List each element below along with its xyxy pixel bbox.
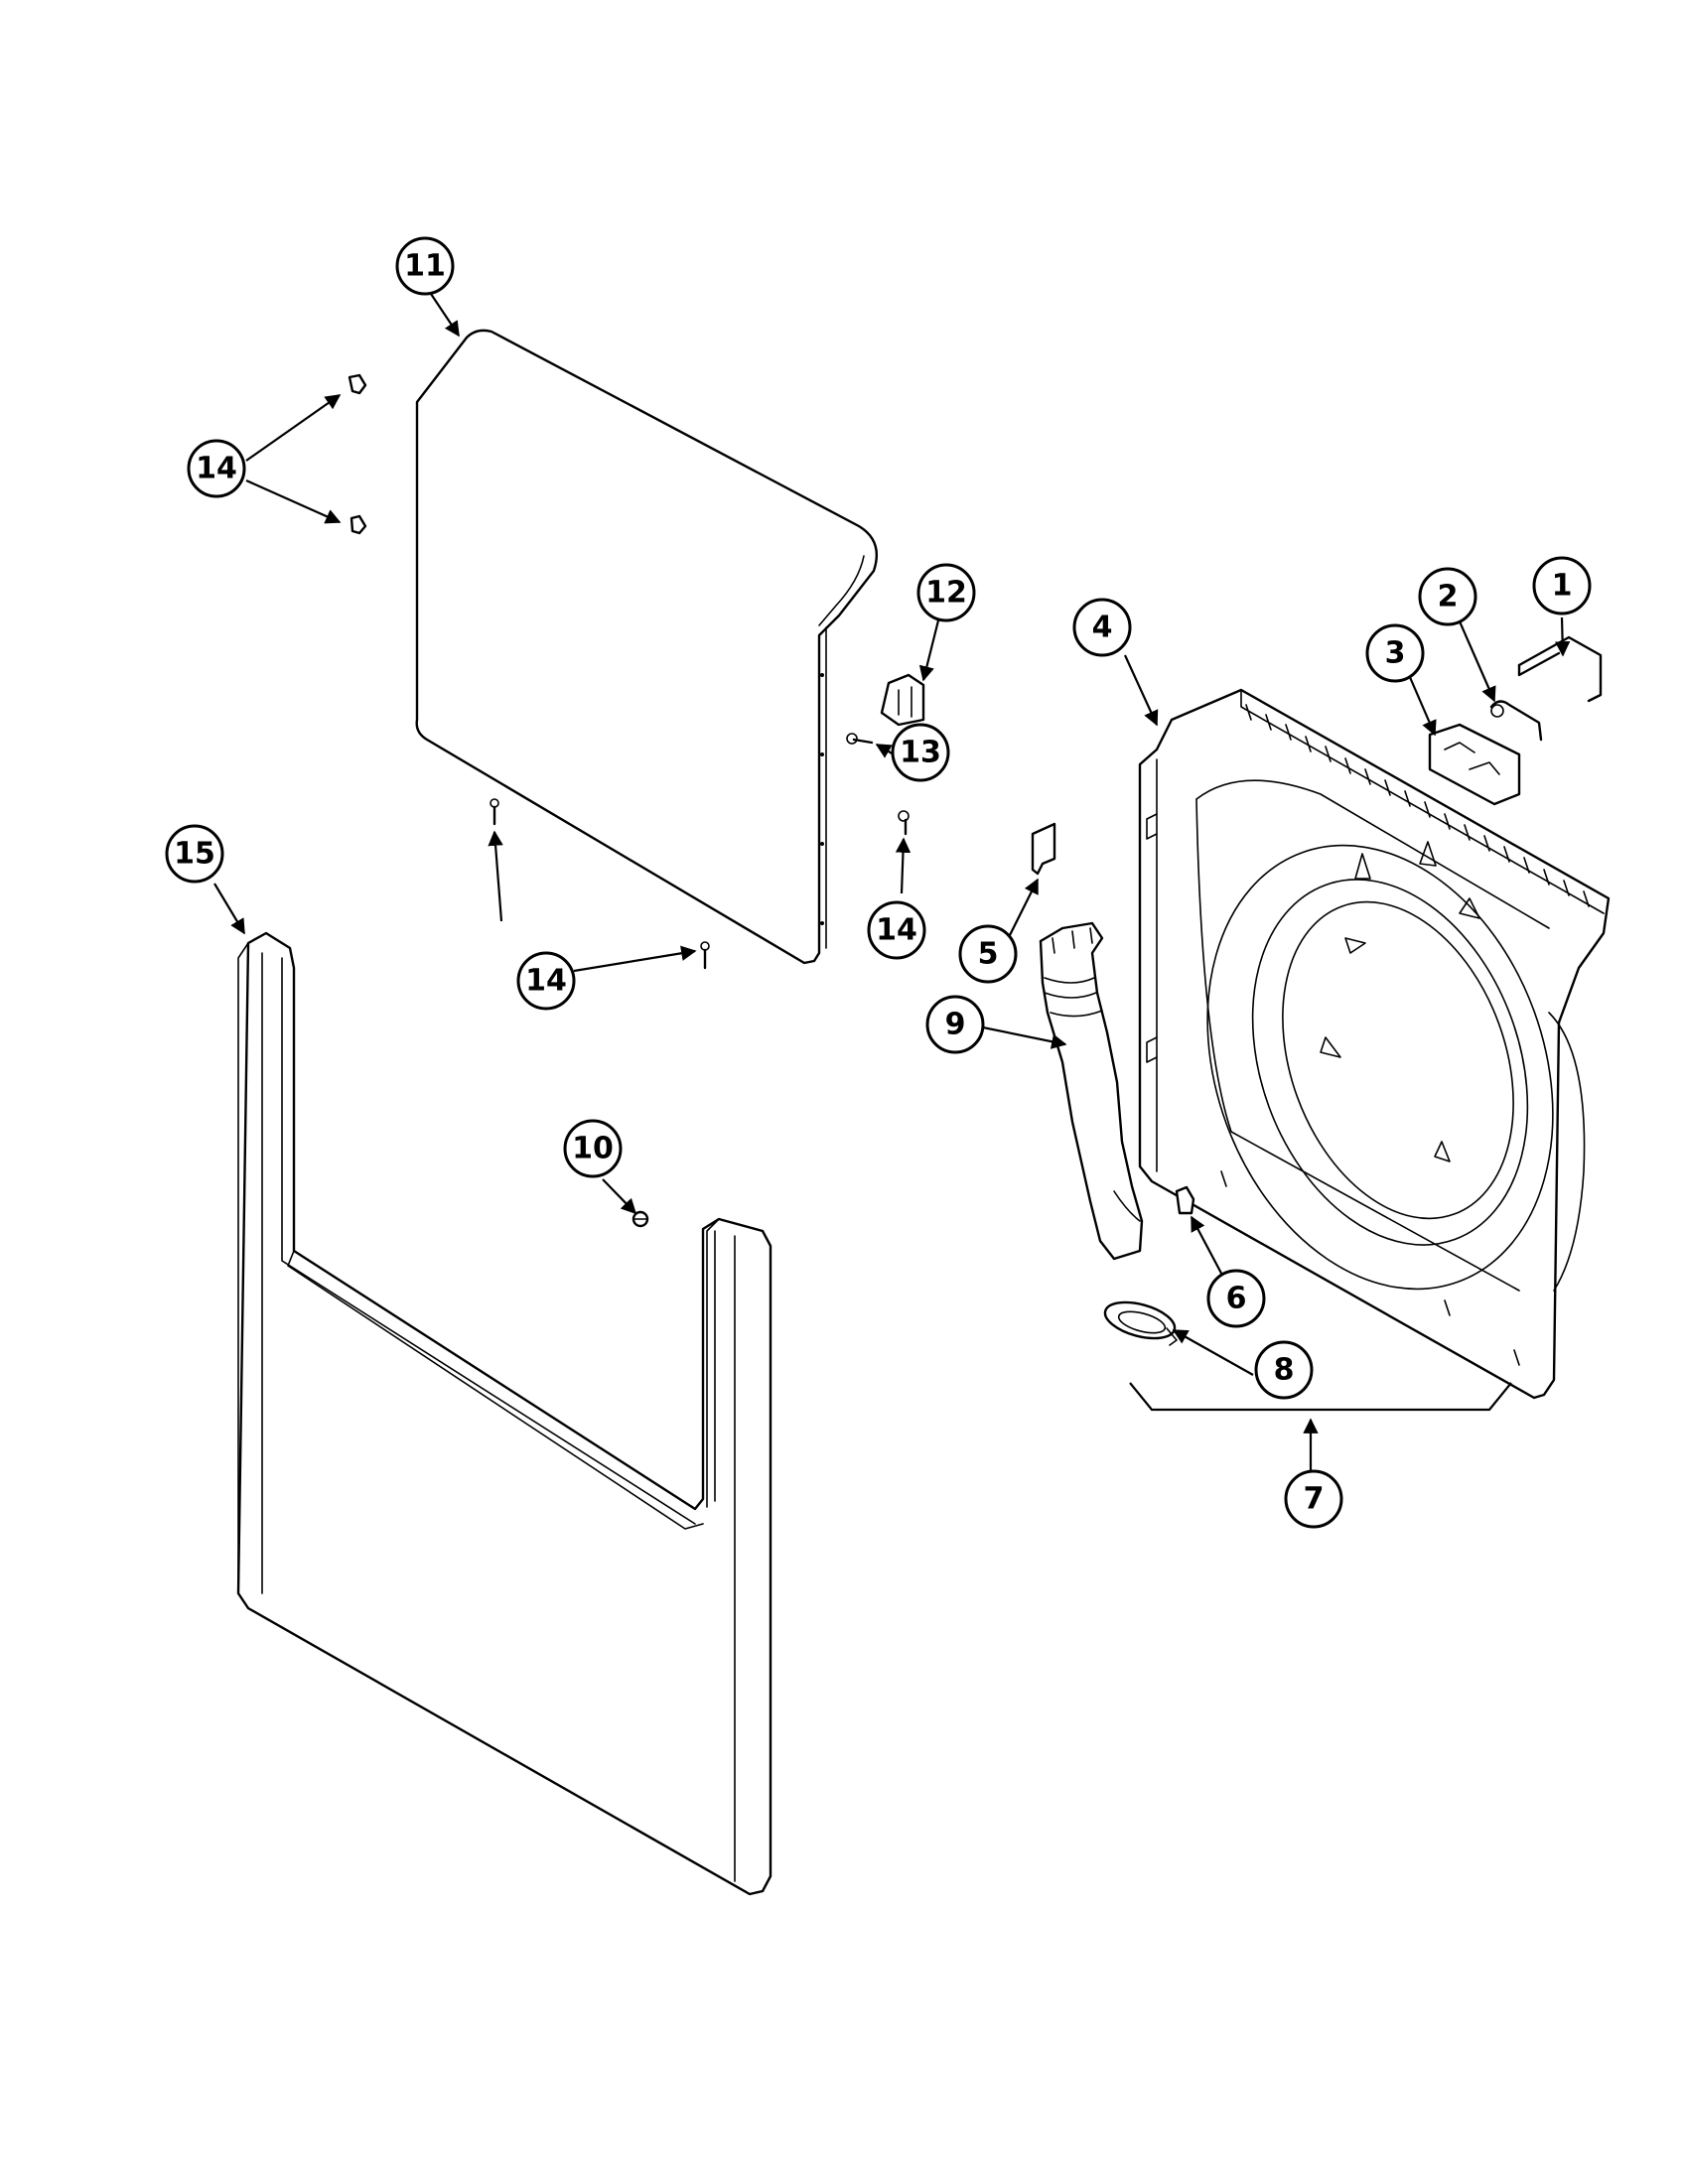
callout-2[interactable]: 2: [1418, 567, 1477, 626]
callout-5-label: 5: [978, 937, 999, 972]
callout-7-label: 7: [1304, 1482, 1325, 1517]
part-9-hose: [1039, 921, 1144, 1261]
callout-12-label: 12: [925, 576, 967, 611]
callout-15[interactable]: 15: [165, 824, 224, 884]
callout-9[interactable]: 9: [925, 995, 985, 1054]
callout-4-label: 4: [1092, 611, 1113, 645]
callout-9-label: 9: [945, 1008, 966, 1042]
callout-11[interactable]: 11: [395, 236, 455, 296]
callout-2-label: 2: [1438, 580, 1459, 614]
callout-14-top-label: 14: [196, 452, 237, 486]
part-13-screw: [846, 733, 874, 745]
part-2-spring: [1489, 700, 1543, 742]
callout-12[interactable]: 12: [916, 563, 976, 622]
part-3-latch: [1428, 723, 1521, 806]
part-12-hinge: [880, 673, 925, 727]
callout-14-bottom-label: 14: [525, 964, 567, 999]
part-8-clamp: [1103, 1300, 1178, 1346]
callout-13-label: 13: [900, 736, 941, 770]
part-6-clip: [1175, 1185, 1195, 1215]
part-front-panel: [236, 931, 772, 1896]
callout-8-label: 8: [1274, 1353, 1295, 1388]
part-5-clip: [1031, 822, 1056, 876]
callout-8[interactable]: 8: [1254, 1340, 1314, 1400]
callout-6-label: 6: [1226, 1282, 1247, 1316]
callout-1-label: 1: [1552, 569, 1573, 604]
callout-13[interactable]: 13: [891, 723, 950, 782]
part-10-plug: [632, 1210, 649, 1228]
callout-11-label: 11: [404, 249, 446, 284]
callout-10-label: 10: [572, 1132, 614, 1166]
callout-14-right[interactable]: 14: [867, 900, 926, 960]
callout-14-bottom[interactable]: 14: [516, 951, 576, 1011]
callout-5[interactable]: 5: [958, 924, 1018, 984]
callout-14-right-label: 14: [876, 913, 917, 948]
callout-15-label: 15: [174, 837, 215, 872]
part-top-panel: [415, 329, 879, 965]
callout-1[interactable]: 1: [1532, 556, 1592, 615]
callout-14-top[interactable]: 14: [187, 439, 246, 498]
part-14-screws: [348, 373, 910, 970]
callout-4[interactable]: 4: [1072, 598, 1132, 657]
part-tub-front: [1138, 688, 1611, 1400]
callout-3[interactable]: 3: [1365, 623, 1425, 683]
callout-10[interactable]: 10: [563, 1119, 623, 1178]
callout-6[interactable]: 6: [1206, 1269, 1266, 1328]
callout-3-label: 3: [1385, 636, 1406, 671]
part-1-bracket: [1517, 635, 1603, 703]
callout-7[interactable]: 7: [1284, 1469, 1343, 1529]
